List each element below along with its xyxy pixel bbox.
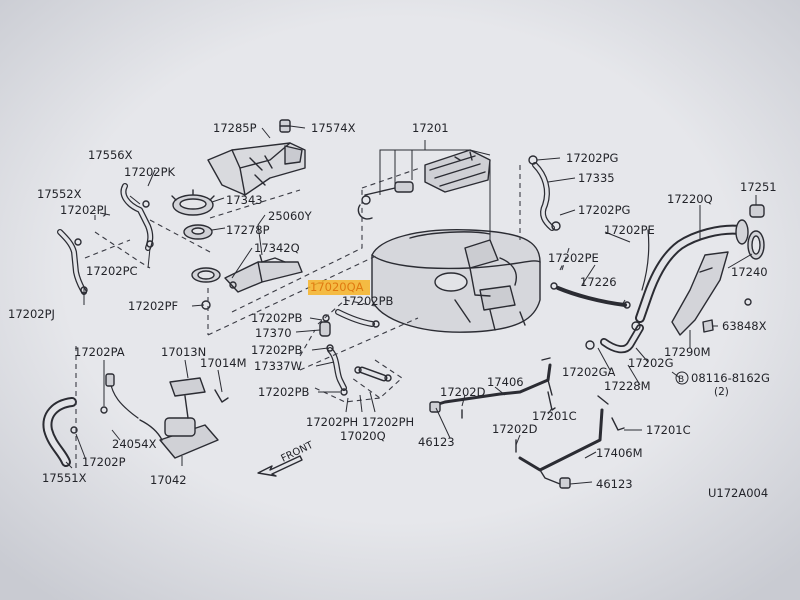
callout: 17042 — [150, 473, 187, 487]
bracket-17342Q — [224, 254, 303, 293]
callout: 17202PH — [306, 415, 358, 429]
callout: 17201C — [532, 409, 577, 423]
cap-ring-17240 — [747, 230, 765, 260]
filler-cap-17251 — [749, 204, 765, 218]
part-drawings — [42, 119, 765, 489]
clamp-17202PE — [550, 282, 558, 290]
callout: 17202PB — [258, 385, 310, 399]
callout: 17202PE — [604, 223, 655, 237]
band-17406M — [518, 395, 609, 489]
callout: 17201C — [646, 423, 691, 437]
callout: 17202PB — [251, 311, 303, 325]
callout: 17202PK — [124, 165, 176, 179]
callout: 17220Q — [667, 192, 713, 206]
callout: 17202D — [440, 385, 486, 399]
hose-17556X — [120, 183, 154, 251]
hose-17020Q — [354, 366, 392, 382]
callout: 17406 — [487, 375, 524, 389]
callout: 17335 — [578, 171, 615, 185]
filter-17370 — [319, 314, 331, 337]
callout: 17202PH — [362, 415, 414, 429]
leader-lines — [65, 125, 757, 485]
pump-ring — [191, 267, 221, 283]
callout: 17290M — [664, 345, 711, 359]
callout: 46123 — [596, 477, 633, 491]
callout: 17202PF — [128, 299, 178, 313]
callout: 17202GA — [562, 365, 615, 379]
callout: 17014M — [200, 356, 247, 370]
band-17406 — [429, 357, 553, 413]
callout: 63848X — [722, 319, 767, 333]
callout: 24054X — [112, 437, 157, 451]
diagram-code: U172A004 — [708, 486, 768, 500]
vent-pipe-cluster — [357, 181, 414, 220]
gasket-17278P — [183, 224, 213, 240]
callout: 17202PB — [251, 343, 303, 357]
callout: 17556X — [88, 148, 133, 162]
callout: 17240 — [731, 265, 768, 279]
callout: 17202PG — [566, 151, 618, 165]
hose-17551X — [42, 397, 78, 467]
hose-17228M — [585, 321, 644, 354]
fuel-pump-assembly-17201 — [424, 149, 491, 193]
callout: 17202PE — [548, 251, 599, 265]
callout: 17202PB — [342, 294, 394, 308]
lock-ring-17343 — [171, 189, 215, 216]
pump-assembly-17042 — [105, 373, 229, 459]
hose-17337W — [326, 344, 348, 396]
dashed-grouping-lines — [75, 165, 571, 470]
callout: 17202P — [82, 455, 126, 469]
part-callouts: 17285P 17574X 17201 17202PG 17335 17202P… — [8, 121, 777, 500]
bolt-08116 — [744, 298, 752, 306]
callout: 17251 — [740, 180, 777, 194]
callout: 17202PJ — [8, 307, 55, 321]
hose-17020QA — [335, 309, 380, 328]
svg-text:B: B — [678, 375, 684, 385]
filler-pipe-17220Q — [635, 219, 749, 323]
hose-17552X — [57, 229, 88, 295]
callout: 17020Q — [340, 429, 386, 443]
callout-qty: (2) — [714, 386, 729, 398]
callout: 17202PC — [86, 264, 138, 278]
vent-tube-17226 — [556, 286, 627, 307]
callout-highlighted: 17020QA — [310, 280, 364, 294]
callout: 17337W — [254, 359, 302, 373]
highlight-17020QA — [308, 280, 370, 295]
clamp-17202PA — [100, 406, 108, 414]
callout: 17343 — [226, 193, 263, 207]
callout: 17202G — [628, 356, 674, 370]
callout: 17406M — [596, 446, 643, 460]
callout: 17551X — [42, 471, 87, 485]
heat-shield-17285P — [207, 142, 306, 196]
band-bolts — [461, 391, 625, 453]
callout: 46123 — [418, 435, 455, 449]
callout: 17342Q — [254, 241, 300, 255]
callout: 17202PJ — [60, 203, 107, 217]
protector-17290M — [671, 251, 729, 336]
callout: 17370 — [255, 326, 292, 340]
front-arrow-icon — [257, 455, 303, 477]
fuel-tank — [371, 229, 541, 333]
callout: 17278P — [226, 223, 270, 237]
bolt-symbol-icon: B — [675, 371, 689, 385]
callout: 17202PA — [74, 345, 125, 359]
callout: 08116-8162G — [691, 371, 770, 385]
callout: 17202D — [492, 422, 538, 436]
callout: 25060Y — [268, 209, 313, 223]
callout: 17226 — [580, 275, 617, 289]
callout: 17013N — [161, 345, 206, 359]
clip-17574X — [279, 119, 291, 133]
callout: 17202PG — [578, 203, 630, 217]
bolt-63848X — [702, 319, 714, 333]
callout: 17552X — [37, 187, 82, 201]
callout: 17228M — [604, 379, 651, 393]
callout: 17285P — [213, 121, 257, 135]
callout: 17574X — [311, 121, 356, 135]
callout: 17201 — [412, 121, 449, 135]
